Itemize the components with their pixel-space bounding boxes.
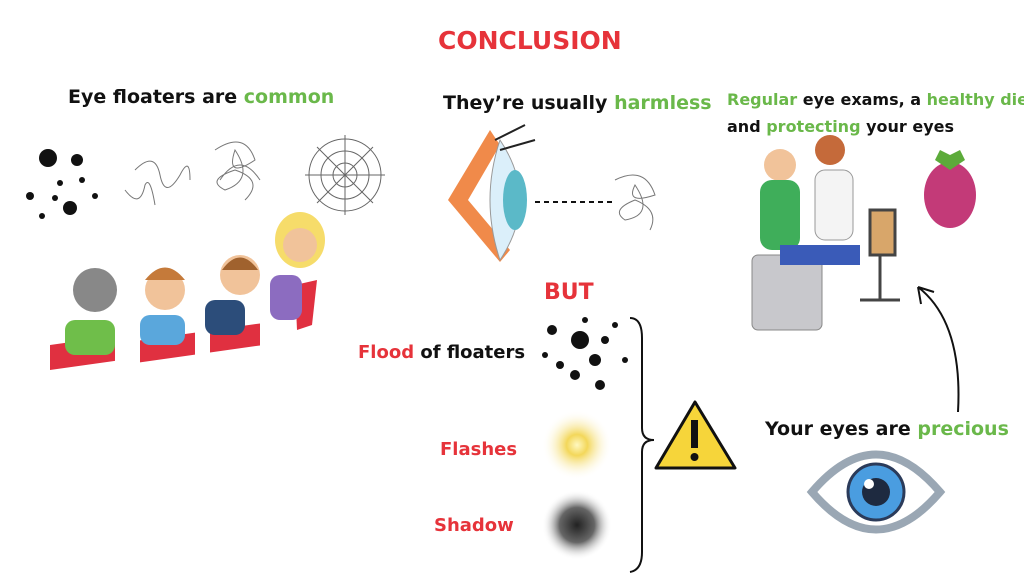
warning-icon [654, 400, 737, 470]
but-label: BUT [544, 280, 594, 305]
flood-label: Flood of floaters [358, 342, 525, 363]
accent: healthy diet [926, 90, 1024, 109]
floater-tangle-icon [214, 141, 261, 201]
accent: precious [917, 418, 1009, 440]
accent: protecting [766, 117, 861, 136]
precious-heading: Your eyes are precious [765, 418, 1009, 440]
shadow-label: Shadow [434, 515, 514, 536]
heading-accent: harmless [614, 92, 712, 114]
prevention-heading: Regular eye exams, a healthy diet, and p… [727, 86, 1024, 140]
shadow-icon [542, 490, 612, 560]
raspberry-icon [924, 150, 976, 228]
text: and [727, 117, 767, 136]
text: of floaters [414, 342, 526, 363]
accent: Flood [358, 342, 415, 363]
flash-icon [542, 410, 612, 480]
heading-accent: common [243, 86, 335, 108]
audience-illustration [50, 212, 325, 370]
flashes-label: Flashes [440, 439, 518, 460]
eye-side-illustration [448, 124, 656, 262]
text: eye exams, a [797, 90, 927, 109]
harmless-heading: They’re usually harmless [443, 92, 712, 114]
eye-icon [806, 450, 946, 534]
floaters-common-heading: Eye floaters are common [68, 86, 334, 108]
floater-strand-icon [124, 160, 191, 206]
text: Your eyes are [765, 418, 918, 440]
heading-text: They’re usually [443, 92, 615, 114]
page-title: CONCLUSION [438, 26, 622, 55]
accent: Regular [727, 90, 798, 109]
curved-arrow-icon [917, 286, 960, 413]
text: your eyes [860, 117, 955, 136]
flood-floaters-icon [542, 317, 628, 390]
heading-text: Eye floaters are [68, 86, 244, 108]
bracket [629, 317, 655, 573]
cobweb-icon [305, 135, 385, 215]
eye-exam-illustration [751, 135, 900, 331]
floater-dots-icon [26, 149, 98, 219]
